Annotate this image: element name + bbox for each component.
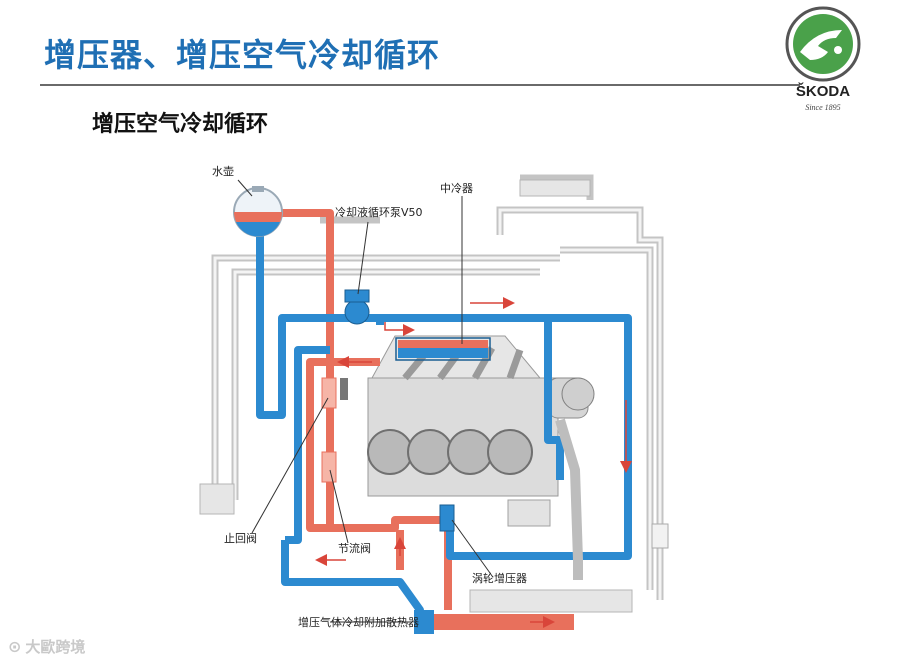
- label-turbocharger: 涡轮增压器: [472, 571, 527, 585]
- skoda-logo: ŠKODA Since 1895: [785, 6, 861, 112]
- check-valve-body: [321, 377, 337, 409]
- water-tank: [233, 186, 283, 237]
- leader-lines: [237, 179, 491, 623]
- title-divider: [40, 84, 800, 86]
- brand-tagline: Since 1895: [805, 103, 840, 112]
- sensor-block: [651, 523, 669, 549]
- flow-arrows: [315, 297, 632, 628]
- coolant-pump-v50: [344, 289, 370, 325]
- reservoir-block: [199, 483, 235, 515]
- section-subtitle: 增压空气冷却循环: [92, 112, 269, 137]
- label-pump-v50: 冷却液循环泵V50: [335, 205, 423, 219]
- watermark-logo-icon: ⊙: [8, 637, 22, 656]
- label-intercooler: 中冷器: [440, 182, 473, 195]
- intercooler-hot-half: [398, 340, 488, 348]
- throttle-actuator: [340, 378, 348, 400]
- main-radiator: [469, 589, 633, 613]
- page-title: 增压器、增压空气冷却循环: [44, 36, 441, 74]
- label-check-valve: 止回阀: [224, 531, 257, 545]
- turbo-intake-pipe: [555, 418, 583, 580]
- brand-name: ŠKODA: [796, 82, 850, 100]
- auxiliary-pipework-inner: [213, 208, 662, 600]
- expansion-chamber: [519, 179, 591, 197]
- engine-block: [367, 335, 595, 527]
- watermark-text: 大歐跨境: [25, 638, 86, 656]
- arrow-icon: [800, 30, 842, 60]
- label-throttle: 节流阀: [338, 541, 371, 555]
- watermark: ⊙大歐跨境: [8, 636, 85, 657]
- intercooler-cold-half: [398, 348, 488, 358]
- throttle-body: [321, 451, 337, 483]
- turbo-cooling-jacket: [439, 504, 455, 532]
- aux-radiator: [414, 610, 574, 634]
- intercooler: [395, 337, 491, 361]
- label-aux-radiator: 增压气体冷却附加散热器: [298, 615, 419, 629]
- label-water-tank: 水壶: [212, 164, 234, 178]
